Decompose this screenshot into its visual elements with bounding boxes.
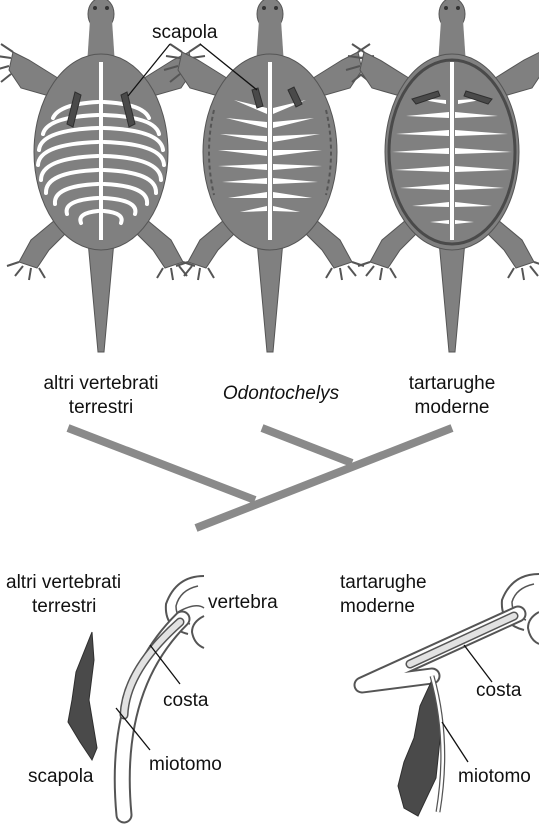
label-miotomo-left: miotomo (149, 754, 222, 775)
bottom-right-title-line2: moderne (340, 596, 415, 617)
label-scapola-bottom: scapola (28, 766, 94, 787)
clade-label-left-line2: terrestri (69, 397, 133, 418)
rib-right (362, 614, 518, 685)
clade-label-odontochelys: Odontochelys (223, 383, 340, 404)
clade-label-right-line2: moderne (415, 397, 490, 418)
turtle-generic-vertebrate (0, 0, 207, 352)
bottom-left-title-line1: altri vertebrati (6, 572, 121, 593)
clade-label-right-line1: tartarughe (409, 373, 496, 394)
scapula-left (68, 632, 97, 760)
bottom-left-title-line2: terrestri (32, 596, 96, 617)
label-scapola-top: scapola (152, 22, 218, 43)
leader-line (442, 722, 468, 762)
bottom-right-title-line1: tartarughe (340, 572, 427, 593)
label-costa-left: costa (163, 690, 209, 711)
label-costa-right: costa (476, 680, 522, 701)
turtle-modern (346, 0, 539, 352)
leader-line (464, 645, 492, 682)
clade-label-left-line1: altri vertebrati (43, 373, 158, 394)
turtle-odontochelys (164, 0, 376, 352)
label-miotomo-right: miotomo (458, 766, 531, 787)
phylogenetic-tree (68, 428, 452, 528)
label-vertebra: vertebra (208, 592, 278, 613)
